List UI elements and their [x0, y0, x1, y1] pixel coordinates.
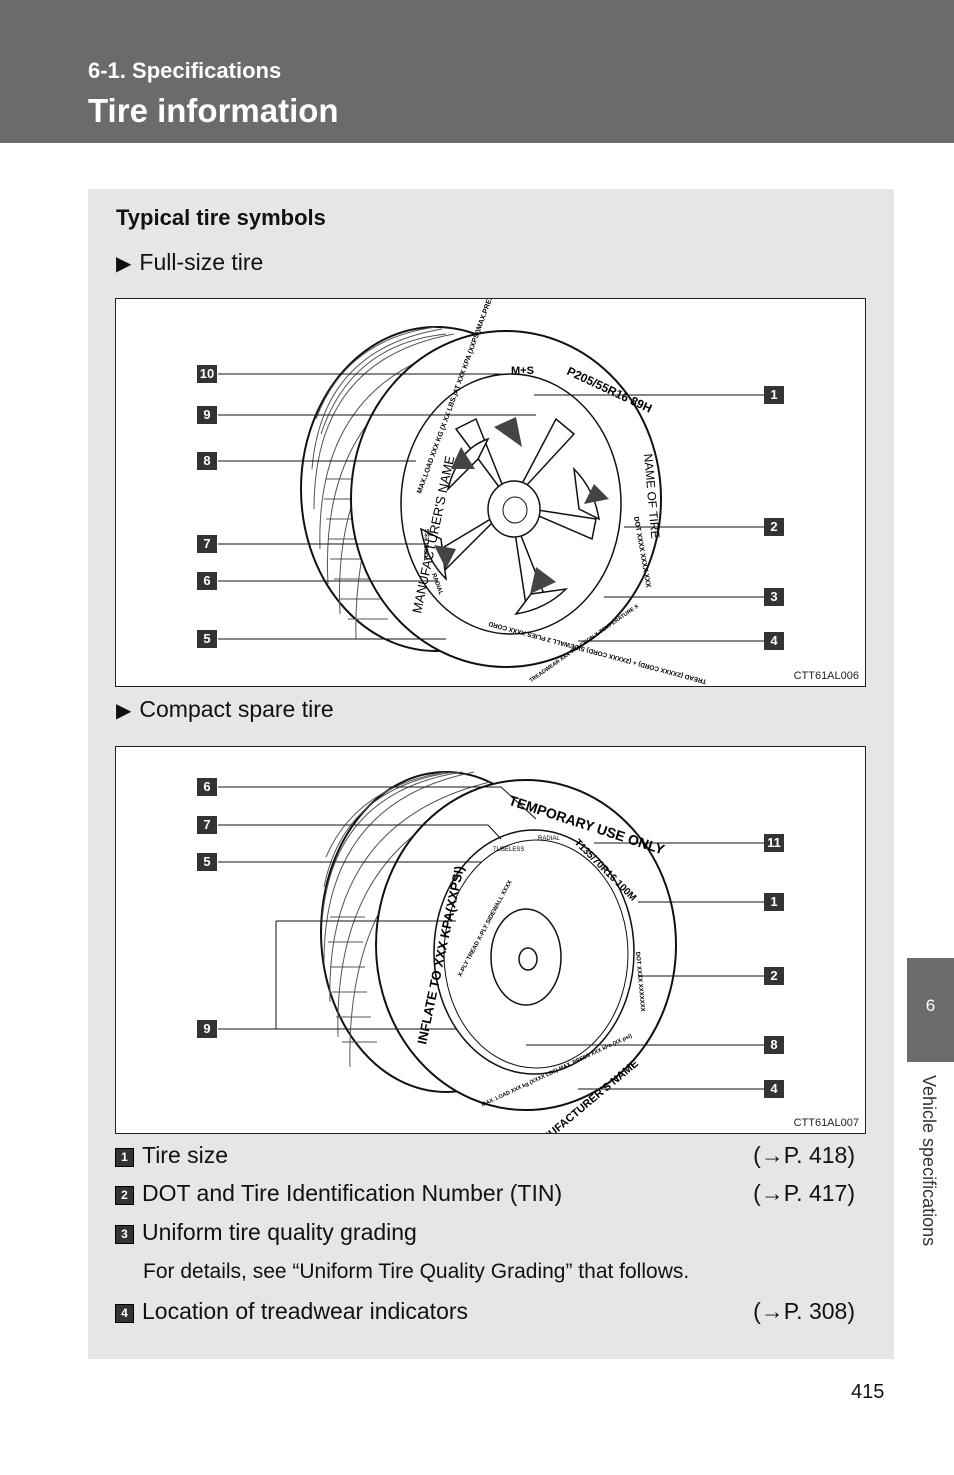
- full-size-tire-illustration: M+S P205/55R16 89H MAX.LOAD XXX KG (X XX…: [218, 299, 764, 685]
- legend-item: 4 Location of treadwear indicators (→P. 3…: [115, 1298, 855, 1328]
- legend-item: 2 DOT and Tire Identification Number (TIN…: [115, 1180, 855, 1210]
- tubeless-text: TUBELESS: [424, 529, 431, 561]
- legend-text: Uniform tire quality grading: [142, 1219, 417, 1245]
- page-reference: (→P. 417): [753, 1180, 855, 1206]
- legend-item: 1 Tire size (→P. 418): [115, 1142, 855, 1172]
- callout-8: 8: [197, 452, 217, 470]
- callout-6: 6: [197, 572, 217, 590]
- triangle-arrow-icon: ▶: [116, 700, 132, 722]
- spare-callout-11: 11: [764, 834, 784, 852]
- full-size-label: Full-size tire: [139, 249, 264, 275]
- chapter-label: Vehicle specifications: [919, 1075, 939, 1247]
- spare-radial-text: RADIAL: [538, 836, 560, 842]
- section-title: 6-1. Specifications: [88, 58, 282, 83]
- compact-spare-heading: ▶ Compact spare tire: [116, 696, 334, 723]
- legend-number: 3: [115, 1225, 134, 1244]
- compact-spare-tire-illustration: TEMPORARY USE ONLY T135/70R16 100M INFLA…: [218, 771, 764, 1133]
- spare-callout-1: 1: [764, 893, 784, 911]
- legend-number: 2: [115, 1186, 134, 1205]
- legend-text: Location of treadwear indicators: [142, 1298, 469, 1324]
- ms-text: M+S: [511, 365, 534, 377]
- legend-text: DOT and Tire Identification Number (TIN): [142, 1180, 563, 1206]
- triangle-arrow-icon: ▶: [116, 253, 132, 275]
- page-reference: (→P. 418): [753, 1142, 855, 1168]
- chapter-number: 6: [925, 996, 936, 1015]
- callout-9: 9: [197, 406, 217, 424]
- callout-10: 10: [197, 365, 217, 383]
- callout-7: 7: [197, 535, 217, 553]
- full-size-tire-figure: M+S P205/55R16 89H MAX.LOAD XXX KG (X XX…: [115, 298, 866, 687]
- spare-tubeless-text: TUBELESS: [493, 847, 524, 853]
- legend-item: 3 Uniform tire quality grading: [115, 1219, 855, 1249]
- callout-4: 4: [764, 632, 784, 650]
- callout-2: 2: [764, 518, 784, 536]
- figure-code: CTT61AL007: [793, 1117, 859, 1129]
- figure-code: CTT61AL006: [793, 670, 859, 682]
- page-header: 6-1. Specifications Tire information: [0, 0, 954, 143]
- legend-text: Tire size: [142, 1142, 229, 1168]
- spare-callout-7: 7: [197, 816, 217, 834]
- spare-callout-9: 9: [197, 1020, 217, 1038]
- legend-note: For details, see “Uniform Tire Quality G…: [143, 1260, 690, 1283]
- spare-callout-4: 4: [764, 1080, 784, 1098]
- full-size-heading: ▶ Full-size tire: [116, 249, 263, 276]
- content-panel: Typical tire symbols ▶ Full-size tire: [88, 189, 894, 1359]
- callout-5: 5: [197, 630, 217, 648]
- legend-number: 4: [115, 1304, 134, 1323]
- spare-callout-8: 8: [764, 1036, 784, 1054]
- page-title: Tire information: [88, 92, 339, 129]
- spare-callout-6: 6: [197, 778, 217, 796]
- chapter-tab[interactable]: 6: [907, 958, 954, 1062]
- panel-heading: Typical tire symbols: [116, 205, 326, 230]
- compact-spare-label: Compact spare tire: [139, 696, 334, 722]
- page-number: 415: [851, 1381, 885, 1403]
- spare-dot-text: DOT XXXX XXXXXXX: [634, 952, 645, 1012]
- compact-spare-tire-figure: TEMPORARY USE ONLY T135/70R16 100M INFLA…: [115, 746, 866, 1134]
- legend-number: 1: [115, 1148, 134, 1167]
- spare-callout-5: 5: [197, 853, 217, 871]
- callout-3: 3: [764, 588, 784, 606]
- page-reference: (→P. 308): [753, 1298, 855, 1324]
- spare-callout-2: 2: [764, 967, 784, 985]
- callout-1: 1: [764, 386, 784, 404]
